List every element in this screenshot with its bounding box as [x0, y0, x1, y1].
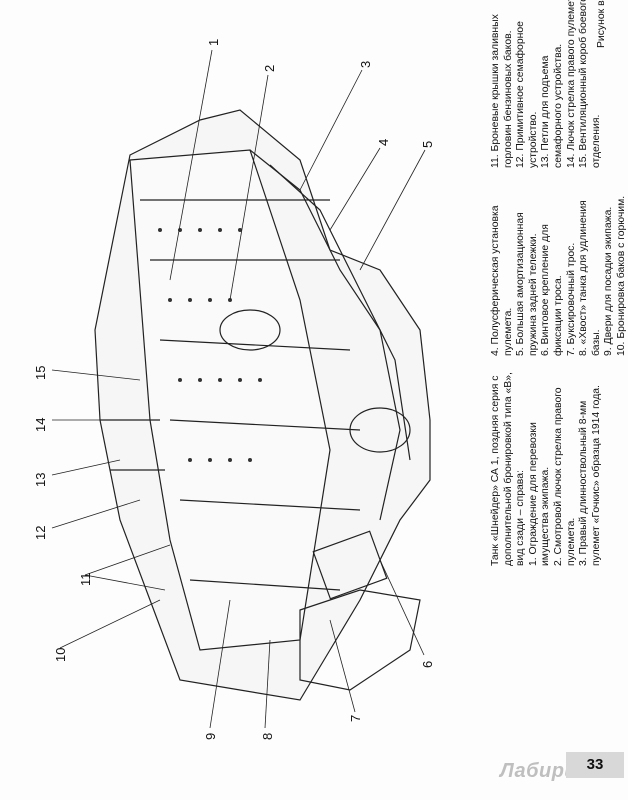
- caption-item-5: 5. Большая амортизационная пружина задне…: [515, 212, 539, 356]
- callout-3: 3: [358, 61, 373, 68]
- caption-item-8: 8. «Хвост» танка для удлинения базы.: [578, 200, 602, 356]
- caption-item-7: 7. Буксировочный трос.: [565, 242, 577, 356]
- caption-item-6: 6. Винтовое крепление для фиксации троса…: [540, 224, 564, 356]
- caption-item-4: 4. Полусферическая установка пулемета.: [490, 205, 514, 356]
- caption-item-12: 12. Примитивное семафорное устройство.: [515, 21, 539, 168]
- caption-item-9: 9. Двери для посадки экипажа.: [603, 206, 615, 356]
- callout-5: 5: [420, 141, 435, 148]
- caption-column-3: 11. Броневые крышки заливных горловин бе…: [490, 0, 603, 168]
- caption-intro: Танк «Шнейдер» СА 1, поздняя серия с доп…: [490, 372, 527, 566]
- caption-item-10: 10. Бронировка баков с горючим.: [615, 195, 627, 356]
- caption-item-3: 3. Правый длинноствольный 8-мм пулемет «…: [578, 385, 602, 566]
- callout-14: 14: [33, 418, 48, 432]
- callout-2: 2: [262, 65, 277, 72]
- callout-7: 7: [348, 715, 363, 722]
- callout-15: 15: [33, 366, 48, 380]
- rotated-caption-area: Танк «Шнейдер» СА 1, поздняя серия с доп…: [490, 0, 628, 566]
- callout-11: 11: [78, 573, 93, 587]
- callout-1: 1: [206, 39, 221, 46]
- callout-4: 4: [376, 139, 391, 146]
- callout-8: 8: [260, 733, 275, 740]
- caption-column-1: Танк «Шнейдер» СА 1, поздняя серия с доп…: [490, 366, 603, 566]
- callout-10: 10: [53, 648, 68, 662]
- caption-item-14: 14. Лючок стрелка правого пулемета.: [565, 0, 577, 168]
- callout-13: 13: [33, 473, 48, 487]
- callout-6: 6: [420, 661, 435, 668]
- caption-item-13: 13. Петли для подъема семафорного устрой…: [540, 43, 564, 168]
- caption-item-1: 1. Ограждение для перевозки имущества эк…: [527, 422, 552, 566]
- callout-9: 9: [203, 733, 218, 740]
- caption-column-2: 4. Полусферическая установка пулемета. 5…: [490, 181, 628, 356]
- illustration-credit: Рисунок выполнил Ю. Морозов.: [596, 0, 607, 48]
- caption-item-2: 2. Смотровой лючок стрелка правого пулем…: [552, 387, 577, 566]
- page-number: 33: [566, 752, 624, 778]
- caption-item-11: 11. Броневые крышки заливных горловин бе…: [490, 14, 514, 168]
- callout-12: 12: [33, 526, 48, 540]
